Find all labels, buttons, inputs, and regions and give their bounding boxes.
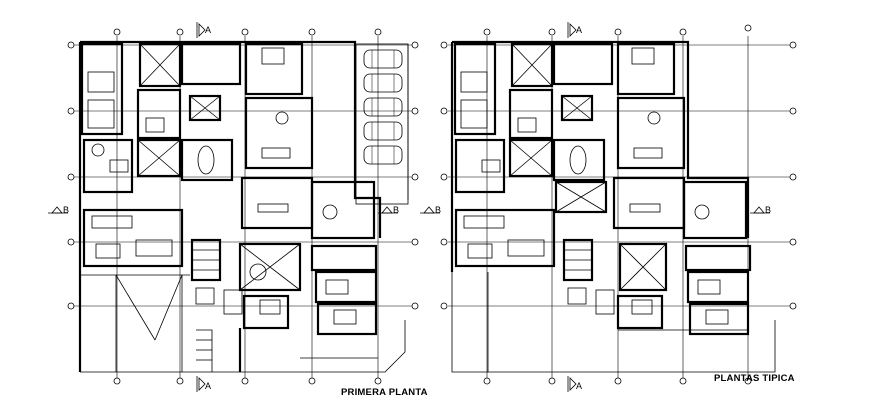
outer-walls-left	[78, 40, 406, 373]
plan-title-primera-planta: PRIMERA PLANTA	[341, 387, 428, 398]
section-label: A	[205, 25, 211, 35]
section-label: A	[576, 25, 582, 35]
car-4	[363, 121, 403, 141]
cut-label: B	[765, 205, 771, 215]
outer-walls-right	[450, 40, 776, 373]
section-label: A	[205, 381, 211, 391]
section-label: A	[576, 381, 582, 391]
section-mark-a-bottom-left: A	[196, 376, 211, 392]
interior-walls-left	[80, 42, 378, 372]
car-1	[363, 49, 403, 69]
section-mark-a-bottom-right: A	[567, 376, 582, 392]
plan-plantas-tipica: A A B B PLANTAS TIPICA	[420, 22, 797, 392]
plan-primera-planta: A A B B PRIMERA PLANTA	[48, 22, 428, 398]
cut-mark-b-right-west: B	[420, 205, 441, 215]
cut-label: B	[393, 205, 399, 215]
cut-label: B	[63, 205, 69, 215]
car-3	[363, 97, 403, 117]
cut-mark-b-right-east: B	[750, 205, 771, 215]
cut-label: B	[435, 205, 441, 215]
cut-mark-b-left-east: B	[378, 205, 399, 215]
plan-title-plantas-tipica: PLANTAS TIPICA	[714, 373, 795, 384]
grid-bubbles-right	[440, 24, 797, 385]
car-5	[363, 145, 403, 165]
section-mark-a-top-right: A	[567, 22, 582, 38]
parking-area-left	[355, 43, 409, 205]
grid-bubbles-left	[67, 28, 419, 385]
interior-walls-right	[453, 42, 752, 336]
car-2	[363, 73, 403, 93]
section-mark-a-top-left: A	[196, 22, 211, 38]
cut-mark-b-left-west: B	[48, 205, 69, 215]
